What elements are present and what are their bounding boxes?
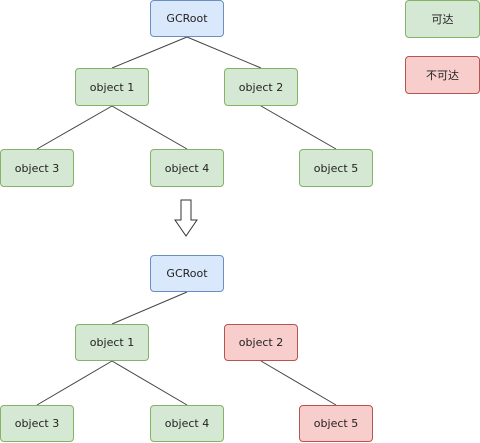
- edge-after-root-obj1: [111, 291, 188, 325]
- after-object-4-label: object 4: [164, 417, 210, 430]
- after-object-2-node: object 2: [224, 324, 298, 361]
- after-gcroot-node: GCRoot: [150, 255, 224, 292]
- legend-unreachable-label: 不可达: [426, 69, 459, 82]
- before-object-2-label: object 2: [238, 80, 284, 94]
- after-object-4-node: object 4: [150, 405, 224, 442]
- legend-reachable-label: 可达: [431, 13, 454, 26]
- edge-before-root-obj2: [186, 36, 262, 69]
- before-object-4-node: object 4: [150, 149, 224, 187]
- after-object-5-label: object 5: [313, 417, 359, 430]
- after-object-5-node: object 5: [299, 405, 373, 442]
- edge-after-obj1-obj4: [111, 360, 188, 406]
- before-object-1-label: object 1: [89, 80, 135, 94]
- before-object-4-label: object 4: [164, 161, 210, 175]
- before-object-2-node: object 2: [224, 68, 298, 106]
- after-object-2-label: object 2: [238, 336, 284, 349]
- after-object-1-node: object 1: [75, 324, 149, 361]
- after-object-1-label: object 1: [89, 336, 135, 349]
- legend-unreachable: 不可达: [405, 56, 480, 94]
- before-object-5-node: object 5: [299, 149, 373, 187]
- before-gcroot-node: GCRoot: [150, 0, 224, 37]
- down-arrow-icon: [174, 199, 198, 237]
- before-object-5-label: object 5: [313, 161, 359, 175]
- edge-after-obj1-obj3: [36, 360, 113, 406]
- before-gcroot-label: GCRoot: [166, 12, 208, 25]
- before-object-3-node: object 3: [0, 149, 74, 187]
- edge-before-obj1-obj4: [111, 105, 188, 150]
- edge-before-root-obj1: [111, 36, 188, 69]
- after-object-3-label: object 3: [14, 417, 60, 430]
- legend-reachable: 可达: [405, 0, 480, 38]
- edge-before-obj1-obj3: [36, 105, 113, 150]
- after-gcroot-label: GCRoot: [166, 267, 208, 280]
- edge-after-obj2-obj5: [260, 360, 337, 406]
- before-object-1-node: object 1: [75, 68, 149, 106]
- before-object-3-label: object 3: [14, 161, 60, 175]
- after-object-3-node: object 3: [0, 405, 74, 442]
- edge-before-obj2-obj5: [260, 105, 337, 150]
